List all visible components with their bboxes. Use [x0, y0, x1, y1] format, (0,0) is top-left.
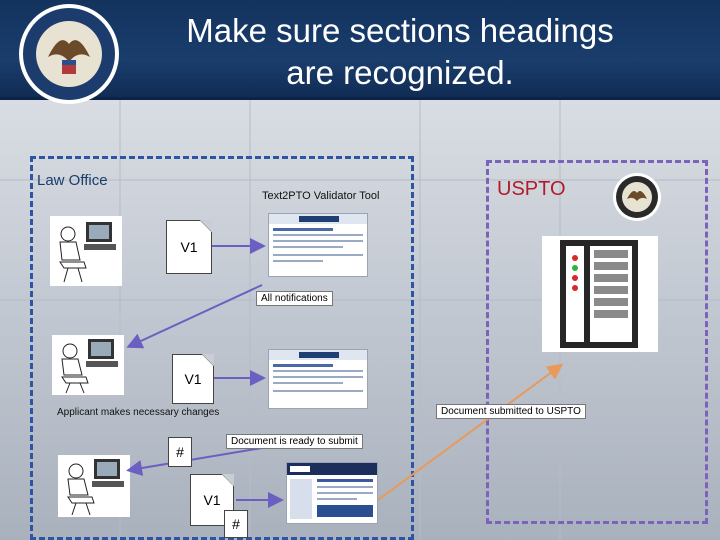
uspto-label: USPTO	[497, 178, 566, 200]
submitted-label: Document submitted to USPTO	[436, 404, 586, 419]
validator-page-thumbnail	[269, 214, 367, 262]
arrow-submit	[377, 363, 564, 501]
validator-tool-label: Text2PTO Validator Tool	[262, 190, 380, 202]
validator-page-thumbnail	[269, 350, 367, 392]
law-office-label: Law Office	[37, 172, 108, 189]
uspto-small-seal-icon	[613, 173, 661, 221]
uspto-panel	[486, 160, 708, 524]
uspto-seal-logo	[19, 4, 119, 104]
document-hash: #	[168, 437, 192, 467]
document-v1: V1	[172, 354, 214, 404]
uspto-site-thumbnail	[287, 463, 377, 519]
worker-computer-icon	[58, 455, 130, 517]
server-image	[542, 236, 658, 352]
validator-screenshot	[268, 213, 368, 277]
header-banner: Make sure sections headings are recogniz…	[0, 0, 720, 100]
law-office-panel	[30, 156, 414, 540]
validator-screenshot	[268, 349, 368, 409]
all-notifications-label: All notifications	[256, 291, 333, 306]
header-divider	[0, 97, 720, 100]
worker-computer-icon	[50, 216, 122, 286]
document-v1: V1	[166, 220, 212, 274]
uspto-site-screenshot	[286, 462, 378, 524]
arrow-notifications	[126, 284, 263, 349]
document-hash: #	[224, 510, 248, 538]
applicant-changes-label: Applicant makes necessary changes	[57, 407, 220, 418]
server-rack-icon	[560, 240, 638, 348]
page-title: Make sure sections headings are recogniz…	[186, 12, 614, 91]
worker-computer-icon	[52, 335, 124, 395]
arrow-ready	[126, 447, 263, 476]
ready-to-submit-label: Document is ready to submit	[226, 434, 363, 449]
